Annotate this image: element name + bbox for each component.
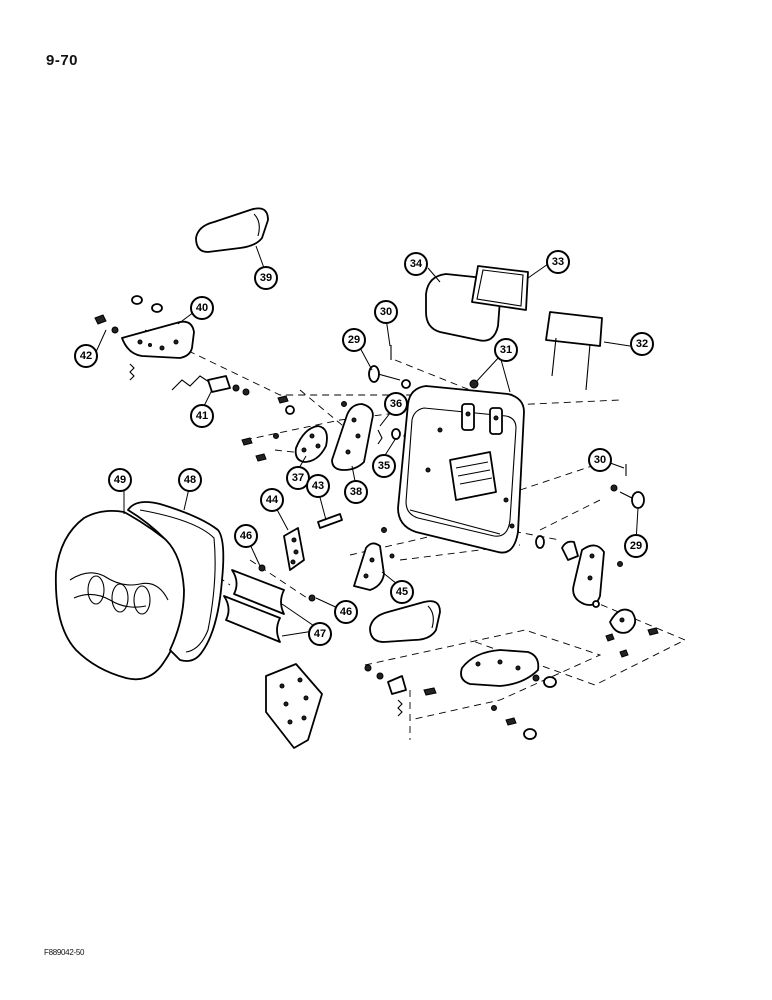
callout-29-upper: 29 — [342, 328, 366, 352]
callout-39: 39 — [254, 266, 278, 290]
callout-37: 37 — [286, 466, 310, 490]
mounting-plate — [265, 663, 323, 749]
callout-31: 31 — [494, 338, 518, 362]
knob-29-right — [610, 464, 645, 509]
callout-47: 47 — [308, 622, 332, 646]
svg-text:29: 29 — [348, 334, 360, 346]
callout-41: 41 — [190, 404, 214, 428]
callout-40: 40 — [190, 296, 214, 320]
svg-text:30: 30 — [594, 454, 606, 466]
svg-text:40: 40 — [196, 302, 208, 314]
cushion-frame-48 — [127, 501, 225, 662]
linkage-41 — [207, 375, 295, 415]
svg-text:38: 38 — [350, 486, 362, 498]
callout-49: 49 — [108, 468, 132, 492]
callout-34: 34 — [404, 252, 428, 276]
svg-text:44: 44 — [266, 494, 279, 506]
svg-text:37: 37 — [292, 472, 304, 484]
callout-29-right: 29 — [624, 534, 648, 558]
callout-33: 33 — [546, 250, 570, 274]
svg-text:45: 45 — [396, 586, 408, 598]
svg-text:30: 30 — [380, 306, 392, 318]
svg-text:29: 29 — [630, 540, 642, 552]
side-plate-38 — [331, 401, 374, 471]
svg-text:42: 42 — [80, 350, 92, 362]
adjuster-plate-lower — [364, 649, 557, 740]
figure-reference: F889042-50 — [44, 948, 85, 957]
callout-30-right: 30 — [588, 448, 612, 472]
hinge-44 — [283, 527, 305, 571]
svg-text:49: 49 — [114, 474, 126, 486]
callout-45: 45 — [390, 580, 414, 604]
page-number: 9-70 — [46, 52, 79, 69]
svg-text:35: 35 — [378, 460, 390, 472]
knob-29-upper — [368, 345, 411, 389]
svg-text:47: 47 — [314, 628, 326, 640]
pivot-plate-37 — [241, 425, 328, 463]
headrest-bracket-32 — [545, 311, 603, 391]
headrest-frame-33 — [471, 265, 529, 311]
seat-back-frame — [397, 385, 525, 554]
callout-38: 38 — [344, 480, 368, 504]
clip-43 — [317, 513, 343, 529]
svg-text:48: 48 — [184, 474, 196, 486]
callout-36: 36 — [384, 392, 408, 416]
svg-text:31: 31 — [500, 344, 512, 356]
callout-46-right: 46 — [334, 600, 358, 624]
callout-43: 43 — [306, 474, 330, 498]
svg-text:43: 43 — [312, 480, 324, 492]
callout-44: 44 — [260, 488, 284, 512]
svg-text:46: 46 — [340, 606, 352, 618]
straps-47 — [223, 569, 285, 643]
bracket-45 — [353, 527, 395, 591]
callout-48: 48 — [178, 468, 202, 492]
svg-text:36: 36 — [390, 398, 402, 410]
callout-35: 35 — [372, 454, 396, 478]
bracket-40 — [94, 295, 213, 391]
svg-text:33: 33 — [552, 256, 564, 268]
armrest-lower — [369, 600, 441, 643]
callout-32: 32 — [630, 332, 654, 356]
nuts-46 — [258, 564, 316, 602]
callout-30-upper: 30 — [374, 300, 398, 324]
armrest-39 — [195, 207, 269, 253]
svg-text:41: 41 — [196, 410, 208, 422]
callout-46-left: 46 — [234, 524, 258, 548]
callout-42: 42 — [74, 344, 98, 368]
svg-text:34: 34 — [410, 258, 423, 270]
svg-text:32: 32 — [636, 338, 648, 350]
svg-text:39: 39 — [260, 272, 272, 284]
svg-text:46: 46 — [240, 530, 252, 542]
recliner-mechanism-right — [535, 535, 659, 658]
callout-leaders — [95, 245, 639, 637]
